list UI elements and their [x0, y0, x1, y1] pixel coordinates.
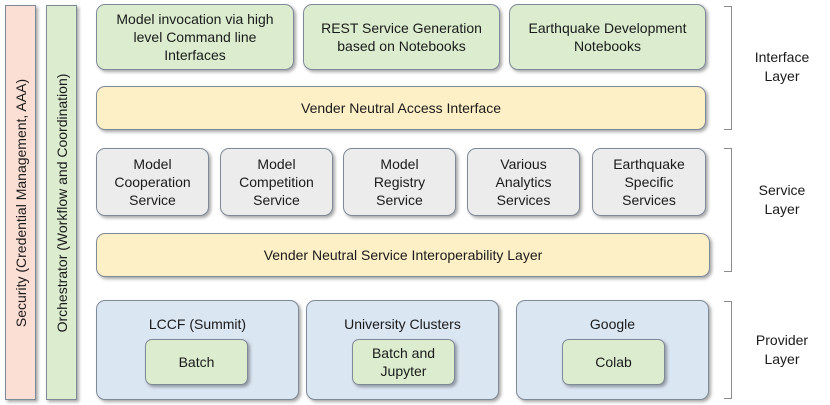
earthquake-services-text: Earthquake Specific Services	[613, 156, 685, 208]
interoperability-layer-text: Vender Neutral Service Interoperability …	[263, 247, 543, 263]
university-batch-jupyter-box: Batch and Jupyter	[352, 339, 455, 385]
model-competition-card: Model Competition Service	[220, 148, 333, 216]
provider-google: Google Colab	[516, 300, 709, 400]
provider-university-title: University Clusters	[344, 316, 461, 332]
cli-interface-text: Model invocation via high level Command …	[116, 11, 274, 63]
rest-service-card: REST Service Generation based on Noteboo…	[303, 4, 500, 70]
analytics-services-text: Various Analytics Services	[495, 156, 552, 208]
access-interface-bar: Vender Neutral Access Interface	[96, 86, 706, 130]
access-interface-text: Vender Neutral Access Interface	[301, 100, 501, 116]
earthquake-services-card: Earthquake Specific Services	[592, 148, 706, 216]
rest-service-text: REST Service Generation based on Noteboo…	[321, 20, 482, 54]
model-cooperation-card: Model Cooperation Service	[96, 148, 209, 216]
model-cooperation-text: Model Cooperation Service	[114, 156, 191, 208]
model-competition-text: Model Competition Service	[239, 156, 314, 208]
provider-lccf: LCCF (Summit) Batch	[96, 300, 299, 400]
model-registry-text: Model Registry Service	[373, 156, 426, 208]
earthquake-notebooks-card: Earthquake Development Notebooks	[509, 4, 706, 70]
interoperability-layer-bar: Vender Neutral Service Interoperability …	[96, 233, 710, 277]
model-registry-card: Model Registry Service	[343, 148, 456, 216]
service-layer-label: Service Layer	[758, 182, 806, 217]
security-bar: Security (Credential Management, AAA)	[5, 5, 36, 400]
earthquake-notebooks-text: Earthquake Development Notebooks	[528, 20, 687, 54]
provider-layer-bracket	[724, 301, 732, 399]
google-colab-box: Colab	[562, 339, 665, 385]
lccf-batch-box: Batch	[145, 339, 248, 385]
analytics-services-card: Various Analytics Services	[467, 148, 580, 216]
orchestrator-label: Orchestrator (Workflow and Coordination)	[53, 73, 70, 332]
provider-layer-label: Provider Layer	[755, 332, 809, 367]
service-layer-bracket	[724, 148, 732, 272]
security-label: Security (Credential Management, AAA)	[12, 78, 29, 327]
interface-layer-label: Interface Layer	[754, 49, 810, 84]
cli-interface-card: Model invocation via high level Command …	[96, 4, 294, 70]
orchestrator-bar: Orchestrator (Workflow and Coordination)	[46, 5, 77, 400]
provider-lccf-title: LCCF (Summit)	[148, 316, 247, 332]
provider-university-clusters: University Clusters Batch and Jupyter	[306, 300, 499, 400]
provider-google-title: Google	[589, 316, 636, 332]
interface-layer-bracket	[724, 6, 732, 130]
